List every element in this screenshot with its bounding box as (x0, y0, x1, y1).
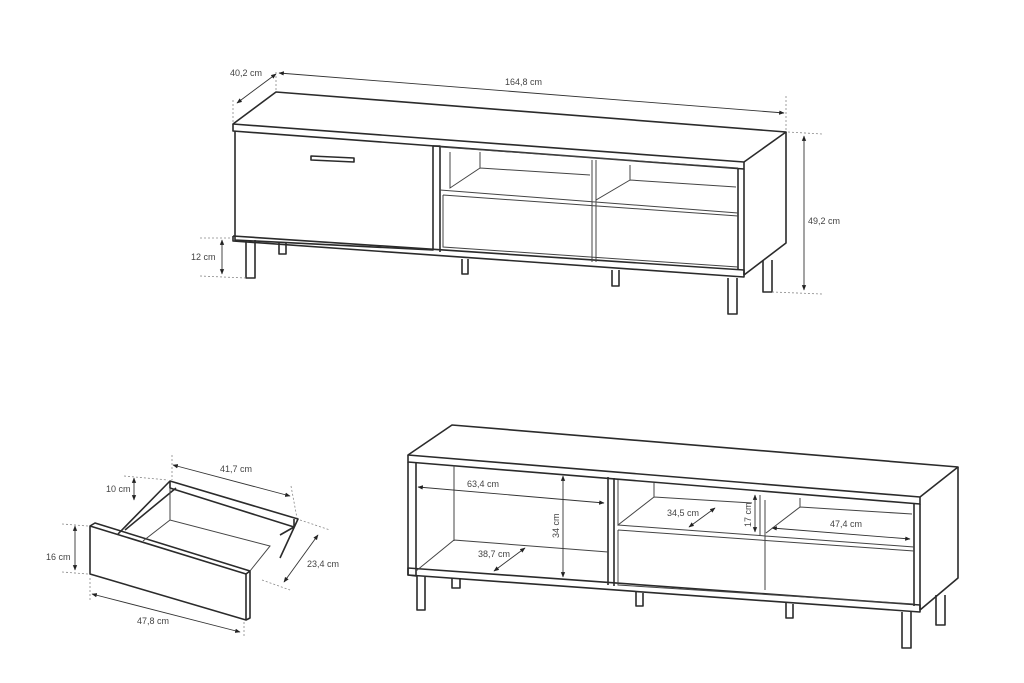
dim-drawer-front-height: 16 cm (46, 552, 71, 562)
dim-depth: 40,2 cm (230, 68, 262, 78)
dim-drawer-depth: 23,4 cm (307, 559, 339, 569)
dim-shelf-depth: 34,5 cm (667, 508, 699, 518)
dim-shelf-height: 17 cm (743, 502, 753, 527)
drawer: 41,7 cm 10 cm 16 cm 23,4 cm 47,8 cm (46, 455, 339, 638)
dim-leg-height: 12 cm (191, 252, 216, 262)
dim-shelf-width: 47,4 cm (830, 519, 862, 529)
dim-drawer-inner-height: 10 cm (106, 484, 131, 494)
dim-height: 49,2 cm (808, 216, 840, 226)
dim-left-height: 34 cm (551, 513, 561, 538)
dim-left-width: 63,4 cm (467, 479, 499, 489)
dim-drawer-front-width: 47,8 cm (137, 616, 169, 626)
tv-stand-closed: 40,2 cm 164,8 cm 49,2 cm 12 cm (191, 68, 840, 315)
dim-drawer-inner-width: 41,7 cm (220, 464, 252, 474)
tv-stand-open: 63,4 cm 34 cm 38,7 cm 34,5 cm 17 cm 47,4… (407, 424, 959, 649)
dim-width: 164,8 cm (505, 77, 542, 87)
dim-left-depth: 38,7 cm (478, 549, 510, 559)
